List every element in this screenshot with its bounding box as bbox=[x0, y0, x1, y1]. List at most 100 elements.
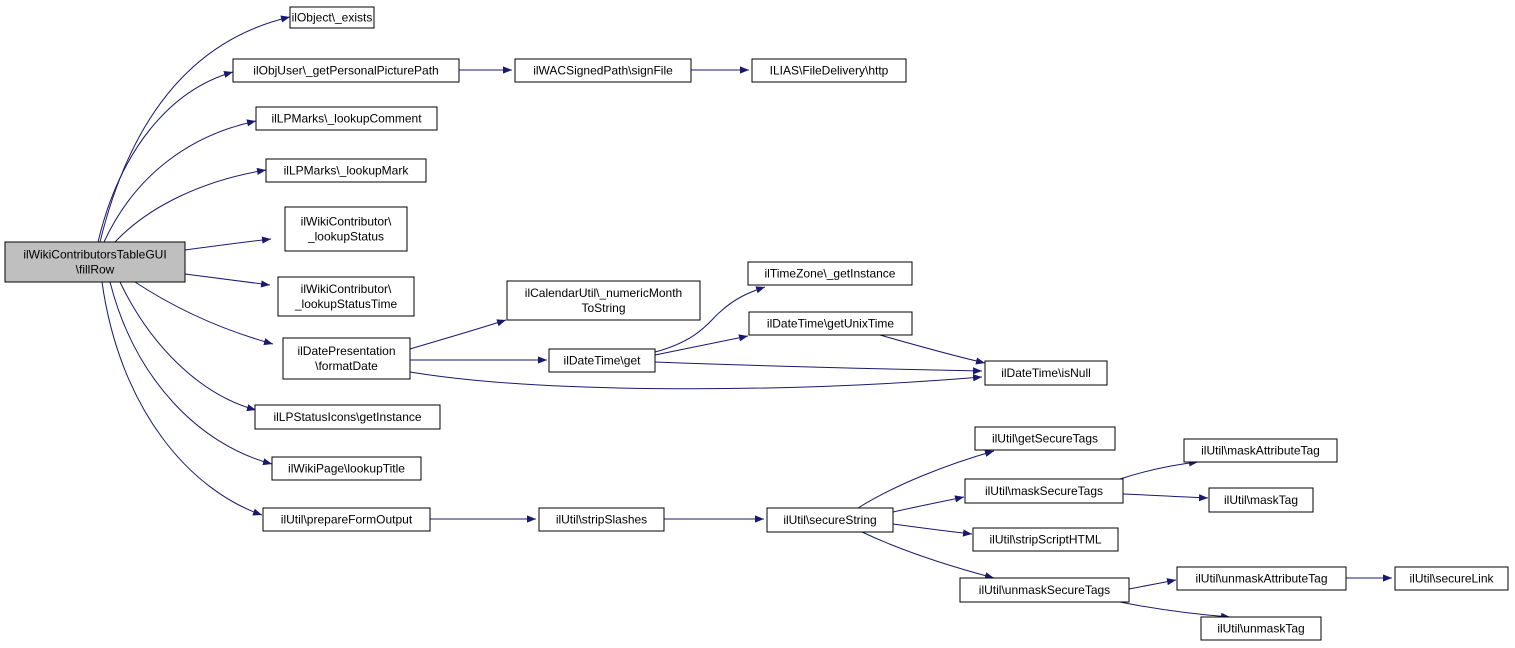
edge-arrow bbox=[184, 273, 271, 288]
node-box bbox=[1176, 566, 1347, 591]
edge-util_unmasksecure-to-util_unmaskattr bbox=[1128, 578, 1177, 590]
node-box bbox=[289, 6, 375, 29]
edge-arrow bbox=[1119, 601, 1231, 620]
node-lpmarks-mark[interactable]: ilLPMarks\_lookupMark bbox=[265, 158, 427, 183]
node-wac-signfile[interactable]: ilWACSignedPath\signFile bbox=[514, 58, 692, 83]
node-box bbox=[277, 276, 415, 317]
edge-datetime_get-to-datetime_unix bbox=[654, 334, 749, 356]
edge-root-to-lpmarks_mark bbox=[114, 167, 267, 243]
node-label-line: ilDateTime\get bbox=[564, 354, 642, 368]
node-label-line: ilUtil\prepareFormOutput bbox=[281, 513, 413, 527]
node-util-unmaskattr[interactable]: ilUtil\unmaskAttributeTag bbox=[1176, 566, 1347, 591]
node-label-line: ilLPMarks\_lookupMark bbox=[284, 164, 410, 178]
edge-util_secure-to-util_getsecure bbox=[857, 450, 995, 509]
node-box bbox=[262, 507, 431, 532]
edge-root-to-util_prepare bbox=[101, 281, 263, 516]
node-wikicontrib-statustime[interactable]: ilWikiContributor\_lookupStatusTime bbox=[277, 276, 415, 317]
node-box bbox=[751, 58, 907, 83]
node-label-line: ilUtil\maskTag bbox=[1224, 493, 1298, 507]
node-util-unmasktag[interactable]: ilUtil\unmaskTag bbox=[1200, 616, 1322, 641]
node-label-line: _lookupStatusTime bbox=[294, 297, 398, 311]
node-lpmarks-comment[interactable]: ilLPMarks\_lookupComment bbox=[255, 106, 438, 131]
node-datetime-unix[interactable]: ilDateTime\getUnixTime bbox=[748, 311, 913, 336]
edge-arrow bbox=[109, 281, 273, 466]
node-util-strip[interactable]: ilUtil\stripSlashes bbox=[538, 507, 665, 532]
edge-root-to-datepres_format bbox=[134, 281, 274, 346]
node-util-masksecure[interactable]: ilUtil\maskSecureTags bbox=[964, 478, 1124, 504]
node-label-line: ILIAS\FileDelivery\http bbox=[770, 64, 889, 78]
node-label-line: ilUtil\getSecureTags bbox=[992, 432, 1098, 446]
edge-arrow bbox=[409, 371, 983, 390]
node-ilias-http[interactable]: ILIAS\FileDelivery\http bbox=[751, 58, 907, 83]
edge-arrow bbox=[184, 236, 272, 251]
node-datetime-isnull[interactable]: ilDateTime\isNull bbox=[984, 360, 1108, 386]
edge-arrow bbox=[101, 281, 263, 516]
node-util-prepare[interactable]: ilUtil\prepareFormOutput bbox=[262, 507, 431, 532]
node-util-maskattr[interactable]: ilUtil\maskAttributeTag bbox=[1183, 438, 1338, 463]
node-label-line: \formatDate bbox=[315, 359, 378, 373]
node-box bbox=[766, 507, 894, 533]
edge-datepres_format-to-cal_numeric bbox=[409, 319, 507, 350]
node-label-line: ilObjUser\_getPersonalPicturePath bbox=[253, 64, 438, 78]
node-label-line: ilWikiContributor\ bbox=[301, 215, 392, 229]
node-util-stripscript[interactable]: ilUtil\stripScriptHTML bbox=[972, 527, 1119, 552]
node-label-line: ilWikiContributor\ bbox=[301, 282, 392, 296]
node-util-secure[interactable]: ilUtil\secureString bbox=[766, 507, 894, 533]
edge-arrow bbox=[1122, 493, 1209, 502]
node-label-line: ilLPStatusIcons\getInstance bbox=[273, 410, 421, 424]
node-box bbox=[254, 404, 441, 430]
node-box bbox=[1208, 487, 1314, 513]
node-util-unmasksecure[interactable]: ilUtil\unmaskSecureTags bbox=[959, 577, 1130, 603]
node-label-line: ilTimeZone\_getInstance bbox=[765, 267, 896, 281]
node-box bbox=[972, 527, 1119, 552]
edge-arrow bbox=[1128, 578, 1177, 590]
edge-arrow bbox=[857, 450, 995, 509]
node-datetime-get[interactable]: ilDateTime\get bbox=[548, 348, 656, 373]
node-label-line: ilLPMarks\_lookupComment bbox=[271, 112, 422, 126]
node-label-line: ilUtil\stripSlashes bbox=[556, 513, 647, 527]
edge-util_secure-to-util_stripscript bbox=[892, 523, 973, 537]
edge-arrow bbox=[103, 119, 257, 243]
node-lpstatus-icons[interactable]: ilLPStatusIcons\getInstance bbox=[254, 404, 441, 430]
edge-arrow bbox=[892, 523, 973, 537]
edge-arrow bbox=[134, 281, 274, 346]
edge-arrow bbox=[1119, 459, 1199, 480]
node-label-line: ilUtil\unmaskSecureTags bbox=[979, 583, 1110, 597]
edge-util_masksecure-to-util_masktag bbox=[1122, 493, 1209, 502]
node-box bbox=[514, 58, 692, 83]
node-label-line: ToString bbox=[581, 301, 625, 315]
node-box bbox=[748, 311, 913, 336]
node-box bbox=[284, 206, 408, 252]
edge-root-to-wikicontrib_status bbox=[184, 236, 272, 251]
node-root[interactable]: ilWikiContributorsTableGUI\fillRow bbox=[4, 241, 186, 283]
edge-root-to-wikicontrib_statustime bbox=[184, 273, 271, 288]
edge-datepres_format-to-datetime_isnull bbox=[409, 371, 983, 390]
edge-root-to-wikipage_title bbox=[109, 281, 273, 466]
edge-arrow bbox=[409, 319, 507, 350]
node-box bbox=[548, 348, 656, 373]
node-label-line: ilWikiContributorsTableGUI bbox=[23, 248, 166, 262]
node-objuser-picpath[interactable]: ilObjUser\_getPersonalPicturePath bbox=[232, 58, 460, 83]
node-box bbox=[271, 456, 422, 481]
node-timezone-inst[interactable]: ilTimeZone\_getInstance bbox=[747, 261, 913, 286]
node-util-getsecure[interactable]: ilUtil\getSecureTags bbox=[974, 426, 1116, 451]
edge-util_secure-to-util_unmasksecure bbox=[861, 531, 995, 580]
node-label-line: ilUtil\unmaskAttributeTag bbox=[1195, 572, 1327, 586]
node-box bbox=[282, 337, 411, 380]
node-datepres-format[interactable]: ilDatePresentation\formatDate bbox=[282, 337, 411, 380]
node-wikicontrib-status[interactable]: ilWikiContributor\_lookupStatus bbox=[284, 206, 408, 252]
node-box bbox=[255, 106, 438, 131]
node-label-line: ilUtil\unmaskTag bbox=[1217, 622, 1304, 636]
edge-util_masksecure-to-util_maskattr bbox=[1119, 459, 1199, 480]
node-box bbox=[1200, 616, 1322, 641]
node-label-line: _lookupStatus bbox=[307, 230, 384, 244]
node-util-securelink[interactable]: ilUtil\secureLink bbox=[1394, 566, 1509, 591]
edge-arrow bbox=[879, 334, 986, 365]
node-wikipage-title[interactable]: ilWikiPage\lookupTitle bbox=[271, 456, 422, 481]
node-obj-exists[interactable]: ilObject\_exists bbox=[289, 6, 375, 29]
edge-arrow bbox=[654, 286, 766, 353]
node-box bbox=[538, 507, 665, 532]
node-util-masktag[interactable]: ilUtil\maskTag bbox=[1208, 487, 1314, 513]
node-label-line: ilDateTime\isNull bbox=[1001, 366, 1091, 380]
